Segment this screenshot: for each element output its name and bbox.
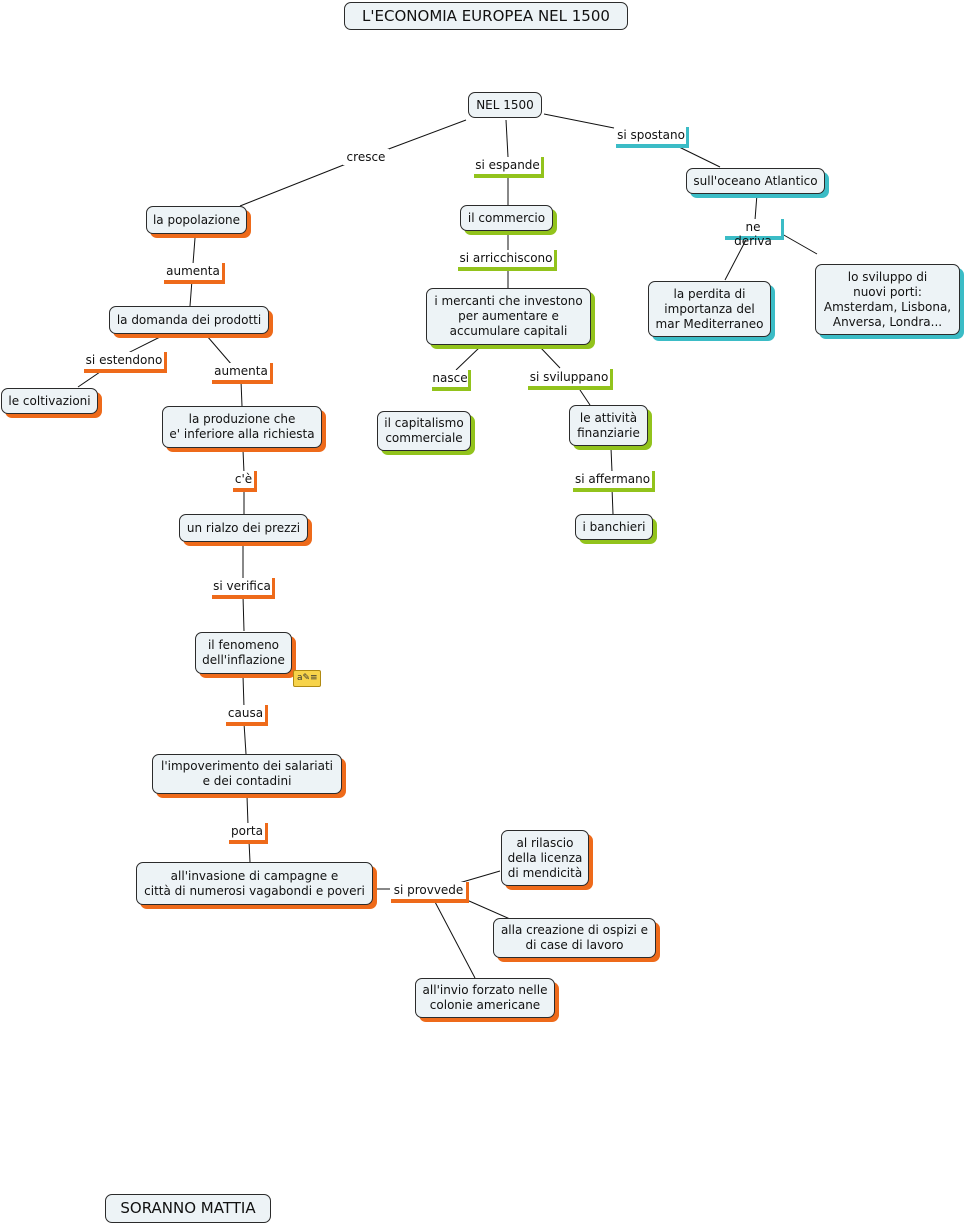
node-capitalismo[interactable]: il capitalismo commerciale — [377, 411, 471, 451]
link-label-si-verifica: si verifica — [212, 578, 272, 599]
node-mercanti[interactable]: i mercanti che investono per aumentare e… — [426, 288, 591, 345]
node-oceano-atlantico[interactable]: sull'oceano Atlantico — [686, 168, 825, 194]
node-nel-1500[interactable]: NEL 1500 — [468, 92, 542, 118]
link-label-si-sviluppano: si sviluppano — [528, 369, 610, 390]
node-invasione[interactable]: all'invasione di campagne e città di num… — [136, 862, 373, 905]
link-label-si-arricchiscono: si arricchiscono — [458, 250, 554, 271]
node-colonie[interactable]: all'invio forzato nelle colonie american… — [415, 978, 555, 1018]
node-domanda-prodotti[interactable]: la domanda dei prodotti — [109, 306, 269, 334]
link-label-ne-deriva: ne deriva — [725, 219, 781, 248]
node-coltivazioni[interactable]: le coltivazioni — [1, 388, 98, 414]
link-label-nasce: nasce — [432, 370, 468, 391]
link-label-aumenta: aumenta — [212, 363, 270, 384]
link-label-si-affermano: si affermano — [573, 471, 652, 492]
link-label-ce: c'è — [233, 471, 254, 492]
node-attivita-finanziarie[interactable]: le attività finanziarie — [569, 405, 648, 446]
link-label-causa: causa — [226, 705, 265, 726]
map-title: L'ECONOMIA EUROPEA NEL 1500 — [344, 2, 628, 30]
node-impoverimento[interactable]: l'impoverimento dei salariati e dei cont… — [152, 754, 342, 794]
link-label-cresce: cresce — [343, 149, 389, 165]
node-banchieri[interactable]: i banchieri — [575, 514, 653, 540]
link-label-si-espande: si espande — [474, 157, 541, 178]
link-label-si-estendono: si estendono — [84, 352, 164, 373]
node-nuovi-porti[interactable]: lo sviluppo di nuovi porti: Amsterdam, L… — [815, 264, 960, 335]
author-name: SORANNO MATTIA — [105, 1194, 271, 1223]
node-popolazione[interactable]: la popolazione — [146, 206, 247, 234]
node-rialzo-prezzi[interactable]: un rialzo dei prezzi — [179, 514, 308, 542]
note-icon[interactable]: a✎≡ — [293, 670, 321, 687]
link-label-porta: porta — [229, 823, 265, 844]
node-inflazione[interactable]: il fenomeno dell'inflazione — [195, 632, 292, 674]
link-label-aumenta: aumenta — [164, 263, 222, 284]
node-commercio[interactable]: il commercio — [460, 205, 553, 231]
node-ospizi[interactable]: alla creazione di ospizi e di case di la… — [493, 918, 656, 958]
link-label-si-provvede: si provvede — [391, 882, 466, 903]
link-label-si-spostano: si spostano — [616, 127, 686, 148]
node-produzione[interactable]: la produzione che e' inferiore alla rich… — [162, 406, 322, 448]
node-perdita-mediterraneo[interactable]: la perdita di importanza del mar Mediter… — [648, 281, 771, 337]
node-rilascio-licenza[interactable]: al rilascio della licenza di mendicità — [501, 830, 589, 886]
